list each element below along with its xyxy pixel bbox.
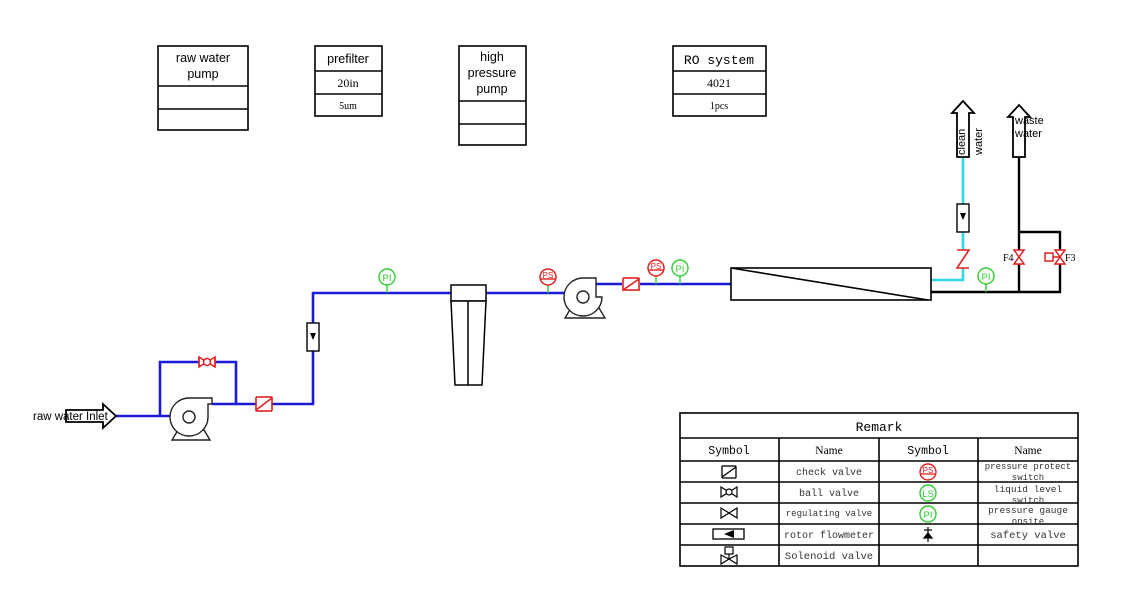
legend-ls-label: LS — [922, 489, 934, 500]
check-valve-2[interactable] — [622, 277, 640, 292]
spec-raw-water-pump-label-2: pump — [187, 67, 218, 81]
spec-table-high-pressure-pump — [458, 45, 527, 146]
legend-rotor-flowmeter-icon — [712, 528, 745, 540]
raw-water-pump — [169, 397, 213, 441]
pressure-gauge-1-label: PI — [383, 273, 392, 284]
spec-raw-water-pump-label-1: raw water — [176, 51, 230, 65]
waste-water-label-1: waste — [1014, 115, 1044, 127]
high-pressure-pump — [563, 277, 607, 319]
raw-water-inlet-arrow — [65, 401, 118, 431]
pressure-gauge-1: PI — [378, 268, 396, 293]
legend-name-check-valve: check valve — [796, 467, 862, 479]
feed-pipeline — [116, 282, 731, 418]
legend-ball-valve-icon — [720, 485, 738, 499]
solenoid-valve-f3[interactable] — [1044, 249, 1067, 265]
legend-name-solenoid-valve: Solenoid valve — [785, 551, 873, 563]
spec-prefilter-label: prefilter — [327, 52, 369, 66]
legend-pressure-protect-switch-icon: PS — [919, 463, 937, 481]
ro-membrane-vessel — [730, 267, 932, 301]
pressure-protect-switch-1-label: PS — [543, 271, 554, 280]
spec-ro-model: 4021 — [707, 76, 731, 90]
raw-water-inlet-label: raw water Inlet — [33, 411, 109, 423]
spec-table-raw-water-pump — [157, 45, 249, 131]
pressure-protect-switch-1: PS — [539, 268, 557, 293]
pressure-protect-switch-2-label: PS — [651, 262, 662, 271]
pressure-gauge-2-label: PI — [676, 264, 685, 275]
legend-name-safety-valve: safety valve — [990, 530, 1066, 542]
legend-header-symbol-2: Symbol — [907, 445, 949, 458]
legend-name-rotor-flowmeter: rotor flowmeter — [784, 530, 874, 542]
check-valve-permeate[interactable] — [955, 249, 971, 269]
ball-valve-bypass[interactable] — [198, 355, 216, 369]
spec-table-ro-system — [672, 45, 767, 117]
pressure-protect-switch-2: PS — [647, 259, 665, 284]
check-valve-1[interactable] — [255, 396, 273, 412]
legend-solenoid-valve-icon — [720, 546, 738, 566]
clean-water-outlet-arrow — [949, 99, 977, 158]
spec-prefilter-rating: 5um — [339, 101, 357, 112]
spec-ro-system-label: RO system — [684, 53, 754, 68]
clean-water-label-1: clean — [956, 129, 968, 155]
rotor-flowmeter-permeate — [956, 203, 970, 233]
legend-name-liquid-level-l2: switch — [1012, 496, 1044, 506]
legend-header-name-1: Name — [815, 445, 842, 457]
rotor-flowmeter-1 — [306, 322, 320, 352]
clean-water-label-2: water — [973, 128, 985, 156]
legend-name-pressure-gauge-l1: pressure gauge — [988, 505, 1068, 516]
legend-table — [679, 412, 1079, 567]
spec-ro-qty: 1pcs — [710, 101, 728, 112]
legend-check-valve-icon — [721, 465, 737, 479]
legend-pi-label: PI — [924, 510, 933, 521]
legend-name-regulating-valve: regulating valve — [786, 509, 872, 519]
pressure-gauge-concentrate-label: PI — [982, 272, 991, 283]
prefilter-housing — [450, 284, 487, 386]
valve-f4-label: F4 — [1003, 253, 1014, 264]
spec-prefilter-size: 20in — [337, 76, 358, 90]
spec-table-prefilter — [314, 45, 383, 117]
legend-liquid-level-switch-icon: LS — [919, 484, 937, 502]
legend-name-pressure-protect-l1: pressure protect — [985, 462, 1071, 472]
spec-hp-pump-label-1: high — [480, 50, 504, 64]
legend-safety-valve-icon — [922, 527, 934, 542]
spec-hp-pump-label-2: pressure — [468, 66, 517, 80]
legend-header-symbol-1: Symbol — [708, 445, 750, 458]
legend-regulating-valve-icon — [720, 506, 738, 520]
legend-header-name-2: Name — [1014, 445, 1041, 457]
spec-hp-pump-label-3: pump — [476, 82, 507, 96]
valve-f3-label: F3 — [1065, 253, 1076, 264]
concentrate-pipeline — [931, 157, 1062, 294]
legend-name-ball-valve: ball valve — [799, 488, 859, 500]
waste-water-label-2: water — [1014, 128, 1042, 140]
legend-name-pressure-gauge-l2: onsite — [1012, 517, 1044, 527]
legend-pressure-gauge-icon: PI — [919, 505, 937, 523]
legend-ps-label: PS — [923, 466, 934, 475]
legend-name-pressure-protect-l2: switch — [1012, 473, 1044, 483]
legend-title: Remark — [856, 420, 903, 435]
legend-name-liquid-level-l1: liquid level — [994, 484, 1063, 495]
pressure-gauge-2: PI — [671, 259, 689, 284]
permeate-pipeline — [931, 157, 965, 282]
pressure-gauge-concentrate: PI — [977, 267, 995, 292]
waste-water-outlet-arrow — [1005, 103, 1033, 158]
regulating-valve-f4[interactable] — [1012, 249, 1026, 265]
